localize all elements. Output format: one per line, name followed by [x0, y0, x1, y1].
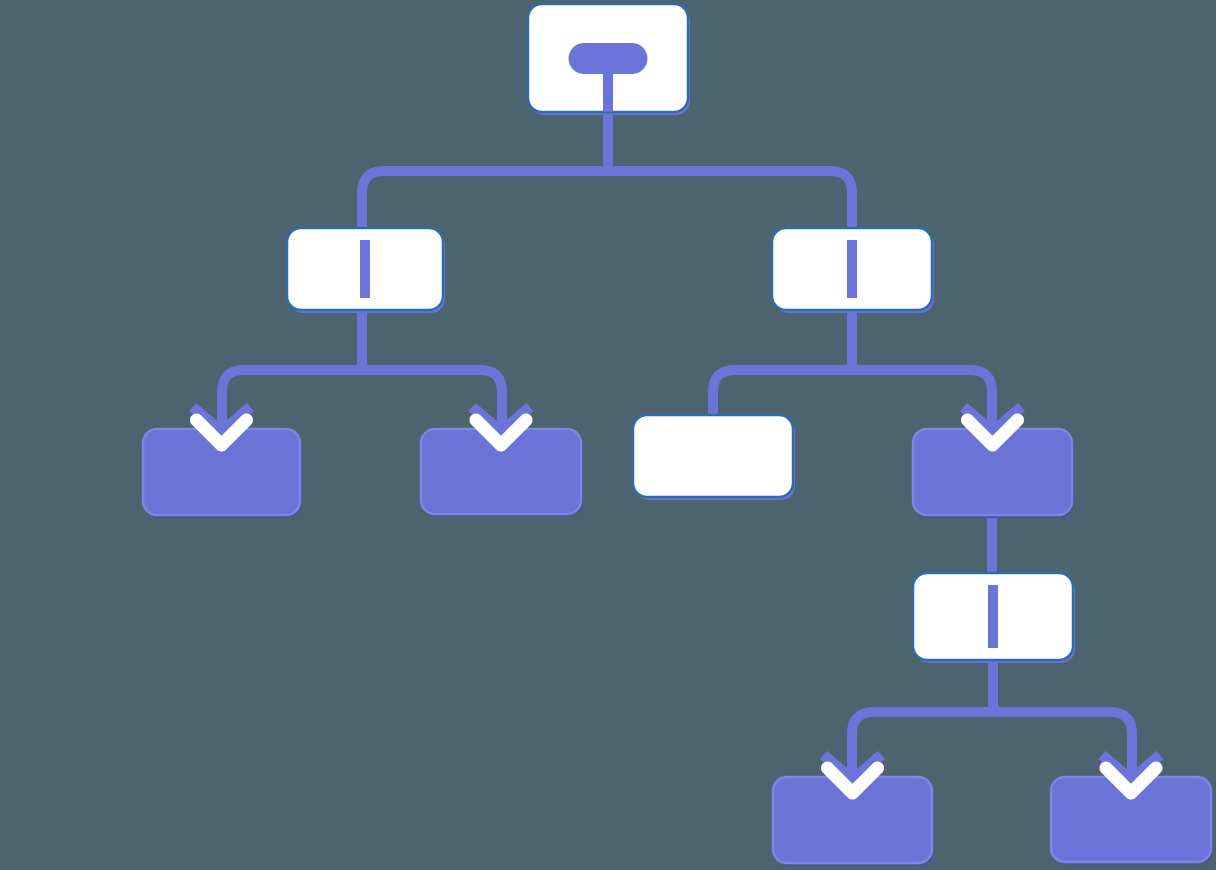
connector-arm — [852, 365, 997, 431]
node-box — [631, 413, 795, 499]
chevron-down-arrow-icon — [468, 402, 534, 452]
node-leaf-1 — [141, 427, 302, 518]
root-pill-stem — [603, 62, 613, 112]
chevron-down-arrow-icon — [188, 402, 255, 452]
connector-arm — [993, 707, 1137, 779]
node-branch-right — [770, 226, 934, 313]
chevron-down-arrow-icon — [959, 402, 1026, 452]
connector-arm — [217, 365, 362, 431]
node-root — [526, 2, 690, 115]
connector-arm — [357, 166, 608, 230]
connector-arm — [847, 707, 993, 779]
node-branch-purple — [911, 427, 1074, 518]
node-leaf-3 — [631, 413, 795, 500]
connector-arm — [362, 365, 507, 431]
connector-arm — [608, 166, 857, 230]
node-branch-left — [285, 226, 445, 313]
node-divider-line — [988, 585, 998, 648]
node-leaf-2 — [419, 427, 583, 517]
node-divider-line — [847, 240, 857, 298]
node-branch-bottom — [911, 571, 1075, 663]
root-pill — [568, 43, 648, 74]
node-leaf-5 — [1049, 775, 1213, 865]
chevron-down-arrow-icon — [819, 750, 886, 800]
node-divider-line — [360, 240, 370, 298]
chevron-down-arrow-icon — [1098, 750, 1164, 800]
node-leaf-4 — [771, 775, 934, 866]
connector-arm — [708, 365, 852, 417]
